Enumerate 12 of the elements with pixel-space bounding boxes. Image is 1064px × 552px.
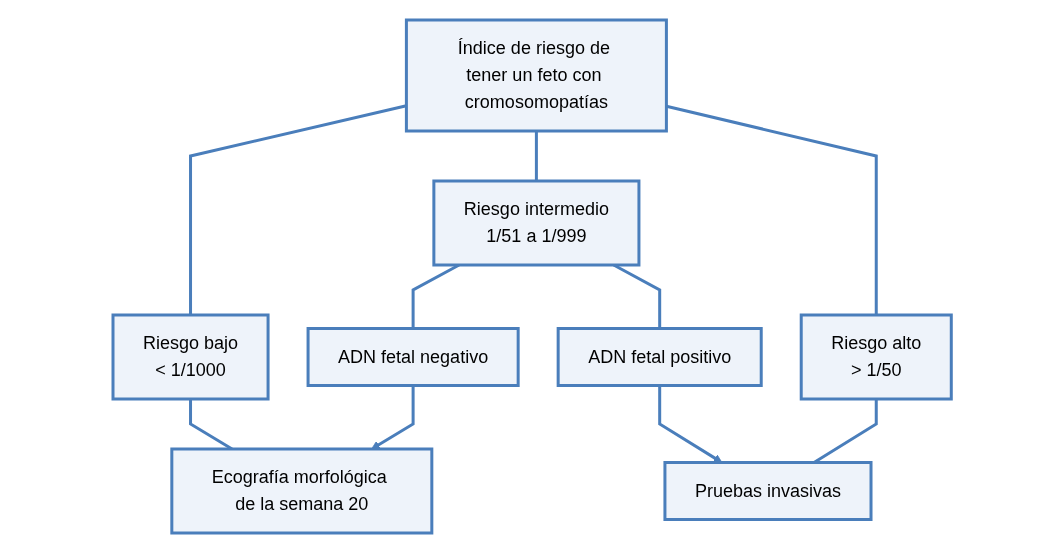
- node-box: Riesgo bajo < 1/1000: [111, 313, 270, 400]
- node-box: Riesgo alto > 1/50: [799, 313, 953, 400]
- node-box: Ecografía morfológica de la semana 20: [170, 447, 434, 534]
- node-box: Riesgo intermedio 1/51 a 1/999: [432, 179, 641, 266]
- connector: [188, 103, 407, 315]
- node-box: Índice de riesgo de tener un feto con cromosomopatías: [404, 18, 668, 132]
- arrow: [658, 385, 723, 463]
- node-box: ADN fetal negativo: [306, 326, 520, 387]
- node-box: Pruebas invasivas: [663, 460, 873, 521]
- arrow: [371, 385, 415, 449]
- connector: [534, 130, 538, 181]
- node-box: ADN fetal positivo: [556, 326, 763, 387]
